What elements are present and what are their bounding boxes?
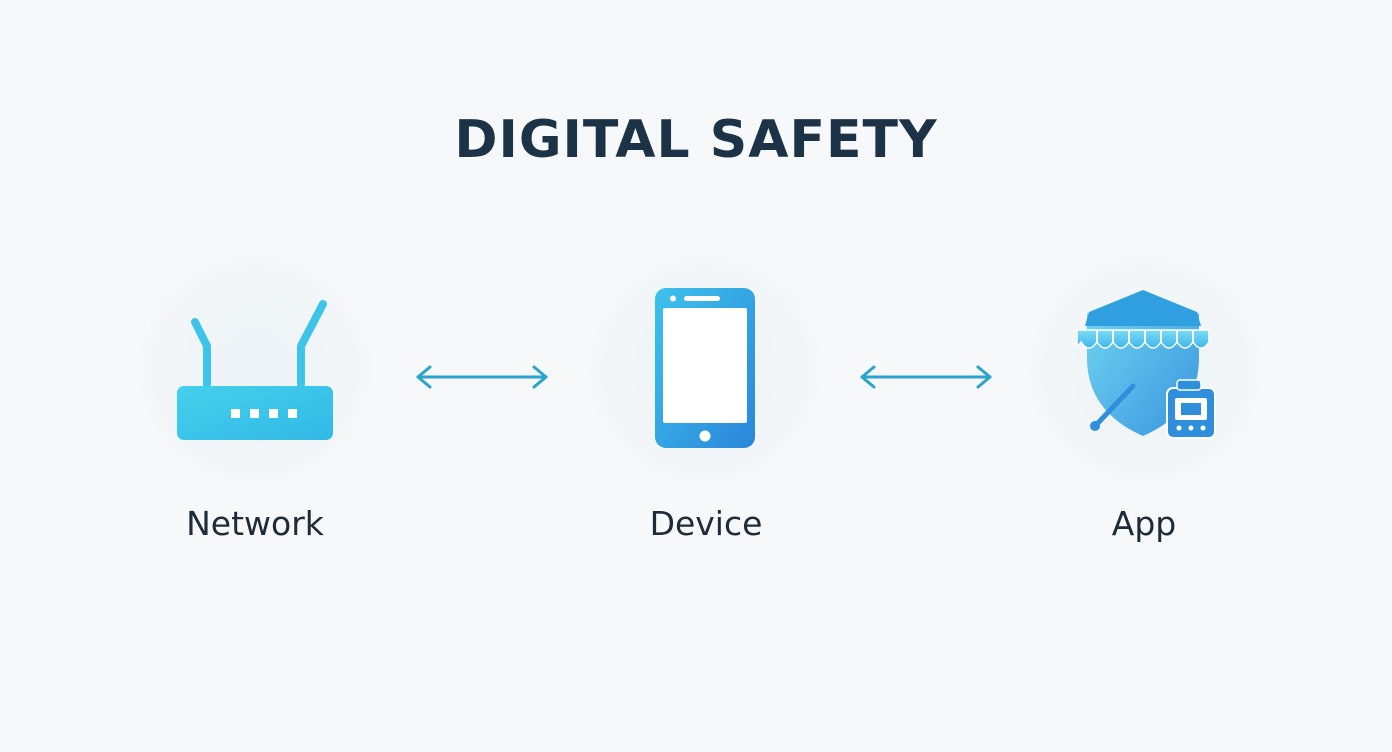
- router-icon: [177, 300, 333, 440]
- device-label: Device: [649, 504, 763, 543]
- diagram-title: DIGITAL SAFETY: [454, 110, 938, 170]
- smartphone-icon: [655, 288, 755, 448]
- network-label: Network: [186, 504, 324, 543]
- bidirectional-arrow-device-app: [860, 365, 992, 389]
- app-node: [1025, 250, 1265, 490]
- shield-app-icon: [1076, 290, 1216, 439]
- app-label: App: [1111, 504, 1177, 543]
- network-node: [135, 250, 375, 490]
- device-node: [585, 250, 825, 490]
- bidirectional-arrow-network-device: [416, 365, 548, 389]
